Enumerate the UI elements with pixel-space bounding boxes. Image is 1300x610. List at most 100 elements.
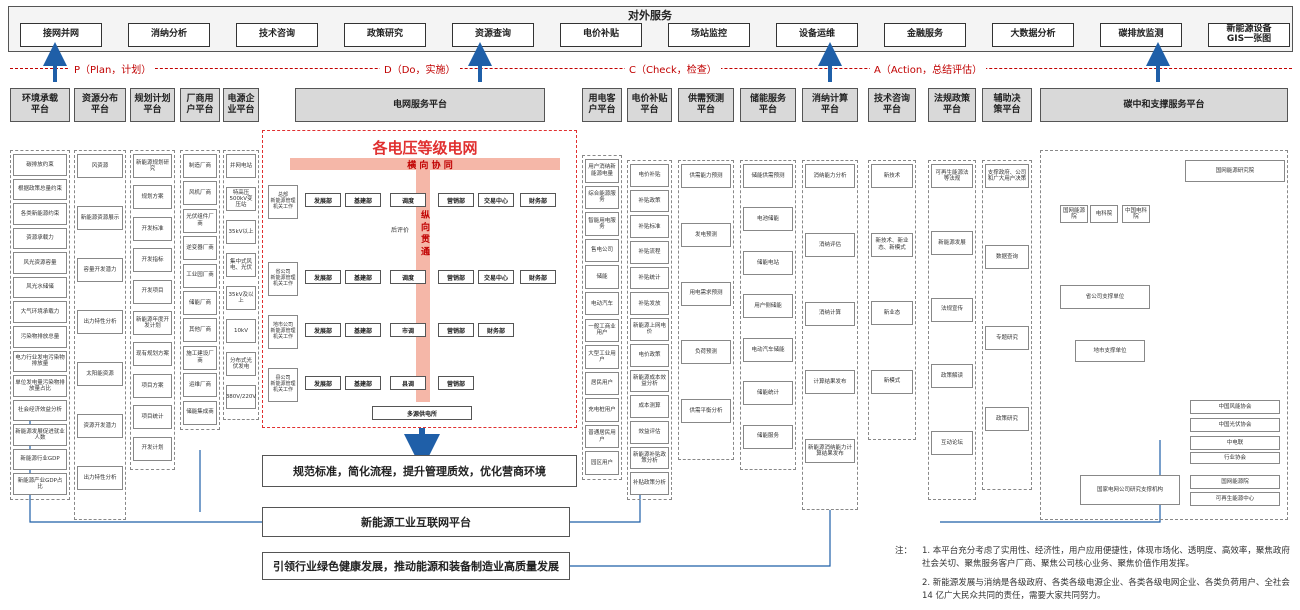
header-user[interactable]: 厂商用 户平台 [180, 88, 220, 122]
carbon-item-1: 电科院 [1090, 205, 1118, 223]
user-item-5: 储能厂商 [183, 291, 217, 315]
env-item-10: 社会经济效益分析 [13, 399, 67, 422]
planning-item-3: 开发指标 [133, 248, 172, 273]
grid-dept-2-4[interactable]: 财务部 [478, 323, 514, 337]
planning-item-0: 新能源规划研究 [133, 154, 172, 178]
env-item-3: 资源承载力 [13, 227, 67, 250]
service-button-11[interactable]: 新能源设备 GIS一张图 [1208, 23, 1290, 47]
resource-item-0: 风资源 [77, 154, 123, 178]
column-frame-storage [740, 160, 796, 470]
grid-dept-3-1[interactable]: 基建部 [345, 376, 381, 390]
service-button-2[interactable]: 技术咨询 [236, 23, 318, 47]
consumer-item-8: 居民用户 [585, 371, 619, 396]
header-calc[interactable]: 消纳计算 平台 [802, 88, 858, 122]
vertical-band [416, 170, 430, 402]
header-gen[interactable]: 电源企 业平台 [223, 88, 259, 122]
grid-dept-2-0[interactable]: 发展部 [305, 323, 341, 337]
grid-dept-1-0[interactable]: 发展部 [305, 270, 341, 284]
grid-dept-0-1[interactable]: 基建部 [345, 193, 381, 207]
column-frame-resource [74, 150, 126, 520]
policy-item-4: 互动论坛 [931, 431, 973, 456]
grid-dept-1-3[interactable]: 营销部 [438, 270, 474, 284]
storage-item-4: 电动汽车储能 [743, 337, 793, 362]
header-consumer[interactable]: 用电客 户平台 [582, 88, 622, 122]
resource-item-4: 太阳能资源 [77, 362, 123, 386]
service-button-6[interactable]: 场站监控 [668, 23, 750, 47]
header-resource[interactable]: 资源分布 平台 [74, 88, 126, 122]
service-button-9[interactable]: 大数据分析 [992, 23, 1074, 47]
service-button-7[interactable]: 设备运维 [776, 23, 858, 47]
consumer-item-5: 电动汽车 [585, 291, 619, 316]
column-frame-policy [928, 160, 976, 500]
env-item-0: 碳排放约束 [13, 154, 67, 176]
phase-do: D（Do，实施） [380, 61, 460, 76]
grid-dept-1-2[interactable]: 调度 [390, 270, 426, 284]
grid-dept-1-1[interactable]: 基建部 [345, 270, 381, 284]
user-item-9: 储能集成商 [183, 400, 217, 425]
header-carbon[interactable]: 碳中和支撑服务平台 [1040, 88, 1288, 122]
grid-dept-2-1[interactable]: 基建部 [345, 323, 381, 337]
header-storage[interactable]: 储能服务 平台 [740, 88, 796, 122]
subsidy-item-9: 成本测算 [630, 395, 669, 418]
decision-item-3: 政策研究 [985, 407, 1029, 431]
header-decision[interactable]: 辅助决 策平台 [982, 88, 1032, 122]
grid-row-label-1: 省公司 新能源管理机关工作 [268, 262, 298, 296]
decision-item-2: 专题研究 [985, 326, 1029, 350]
grid-dept-1-4[interactable]: 交易中心 [478, 270, 514, 284]
note-2: 2. 新能源发展与消纳是各级政府、各类各级电源企业、各类各级电网企业、各类负荷用… [922, 578, 1290, 602]
gen-item-1: 特高压500kV变压站 [226, 187, 256, 211]
user-item-2: 光伏组件厂商 [183, 208, 217, 233]
policy-item-0: 可再生能源法等法规 [931, 164, 973, 188]
header-subsidy[interactable]: 电价补贴 平台 [627, 88, 672, 122]
gen-item-7: 380V/220V [226, 385, 256, 409]
grid-row-label-2: 地市公司 新能源管理机关工作 [268, 315, 298, 349]
header-forecast[interactable]: 供需预测 平台 [678, 88, 734, 122]
grid-dept-0-4[interactable]: 交易中心 [478, 193, 514, 207]
service-button-1[interactable]: 消纳分析 [128, 23, 210, 47]
env-item-2: 各类新能源约束 [13, 203, 67, 225]
column-frame-gen [223, 150, 259, 420]
grid-dept-0-0[interactable]: 发展部 [305, 193, 341, 207]
grid-row-label-3: 县公司 新能源管理机关工作 [268, 368, 298, 402]
grid-dept-3-0[interactable]: 发展部 [305, 376, 341, 390]
carbon-item-2: 中国电科院 [1122, 205, 1150, 223]
consumer-item-11: 园区用户 [585, 451, 619, 475]
column-frame-tech [868, 160, 916, 440]
policy-item-1: 新能源发展 [931, 230, 973, 255]
grid-dept-0-3[interactable]: 营销部 [438, 193, 474, 207]
header-env[interactable]: 环境承载 平台 [10, 88, 70, 122]
subsidy-item-8: 新能源成本效益分析 [630, 369, 669, 393]
grid-dept-2-3[interactable]: 营销部 [438, 323, 474, 337]
storage-item-5: 储能统计 [743, 381, 793, 406]
service-button-5[interactable]: 电价补贴 [560, 23, 642, 47]
consumer-item-0: 用户消纳新能源电量 [585, 159, 619, 183]
header-tech[interactable]: 技术咨询 平台 [868, 88, 916, 122]
grid-dept-3-2[interactable]: 县调 [390, 376, 426, 390]
calc-item-1: 消纳评估 [805, 232, 855, 257]
subsidy-item-4: 补贴统计 [630, 266, 669, 290]
forecast-item-0: 供需能力预测 [681, 164, 731, 188]
grid-dept-3-3[interactable]: 营销部 [438, 376, 474, 390]
grid-dept-0-5[interactable]: 财务部 [520, 193, 556, 207]
user-item-3: 逆变器厂商 [183, 236, 217, 261]
notes-label: 注： [895, 546, 913, 556]
env-item-12: 新能源行业GDP [13, 448, 67, 471]
env-item-6: 大气环境承载力 [13, 301, 67, 323]
grid-dept-1-5[interactable]: 财务部 [520, 270, 556, 284]
user-item-7: 施工建设厂商 [183, 345, 217, 370]
planning-item-5: 新能源年度开发计划 [133, 311, 172, 335]
service-button-3[interactable]: 政策研究 [344, 23, 426, 47]
env-item-1: 根据政策总量约束 [13, 178, 67, 201]
service-button-8[interactable]: 金融服务 [884, 23, 966, 47]
env-item-9: 单位发电量污染物排放量占比 [13, 375, 67, 397]
service-button-4[interactable]: 资源查询 [452, 23, 534, 47]
grid-dept-2-2[interactable]: 市调 [390, 323, 426, 337]
carbon-item-5: 地市支撑单位 [1075, 340, 1145, 362]
header-grid[interactable]: 电网服务平台 [295, 88, 545, 122]
header-policy[interactable]: 法规政策 平台 [928, 88, 976, 122]
subsidy-item-5: 补贴发放 [630, 292, 669, 316]
grid-dept-0-2[interactable]: 调度 [390, 193, 426, 207]
resource-item-5: 资源开发潜力 [77, 414, 123, 438]
subsidy-item-6: 新能源上网电价 [630, 318, 669, 341]
header-planning[interactable]: 规划计划 平台 [130, 88, 175, 122]
